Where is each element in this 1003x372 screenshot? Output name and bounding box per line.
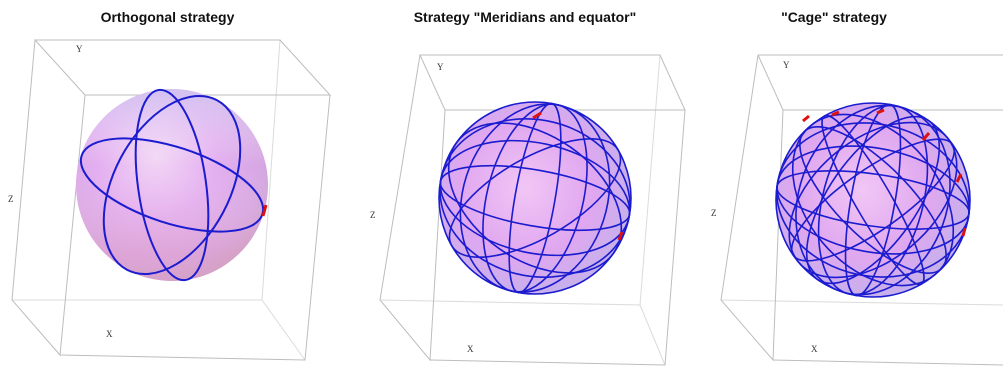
panel-title: "Cage" strategy bbox=[781, 9, 887, 25]
sphere-plot: Y Z X bbox=[8, 39, 332, 361]
bounding-box bbox=[11, 39, 332, 361]
axis-label-x: X bbox=[811, 344, 818, 354]
panel-cage: "Cage" strategy bbox=[703, 0, 1003, 372]
bounding-box bbox=[720, 54, 1003, 366]
panel-orthogonal: Orthogonal strategy bbox=[0, 0, 335, 372]
axis-label-y: Y bbox=[437, 62, 444, 72]
axis-label-y: Y bbox=[783, 60, 790, 70]
panel-title: Strategy "Meridians and equator" bbox=[413, 9, 637, 25]
panel-meridians-and-equator: Strategy "Meridians and equator" bbox=[360, 0, 690, 372]
sphere-plot: Y Z X bbox=[711, 54, 1003, 366]
axis-label-x: X bbox=[106, 329, 113, 339]
red-markers bbox=[532, 111, 624, 241]
sphere bbox=[776, 103, 970, 297]
axis-label-z: Z bbox=[711, 208, 717, 218]
sphere bbox=[439, 102, 631, 294]
bounding-box bbox=[379, 54, 686, 366]
red-marker bbox=[261, 204, 268, 217]
axis-label-z: Z bbox=[370, 210, 376, 220]
sphere-plot: Y Z X bbox=[370, 54, 686, 366]
great-circles bbox=[775, 102, 971, 298]
axis-label-z: Z bbox=[8, 194, 14, 204]
axis-label-x: X bbox=[467, 344, 474, 354]
red-markers bbox=[802, 108, 967, 237]
great-circles bbox=[438, 101, 632, 295]
panel-title: Orthogonal strategy bbox=[100, 9, 235, 25]
axis-label-y: Y bbox=[76, 44, 83, 54]
